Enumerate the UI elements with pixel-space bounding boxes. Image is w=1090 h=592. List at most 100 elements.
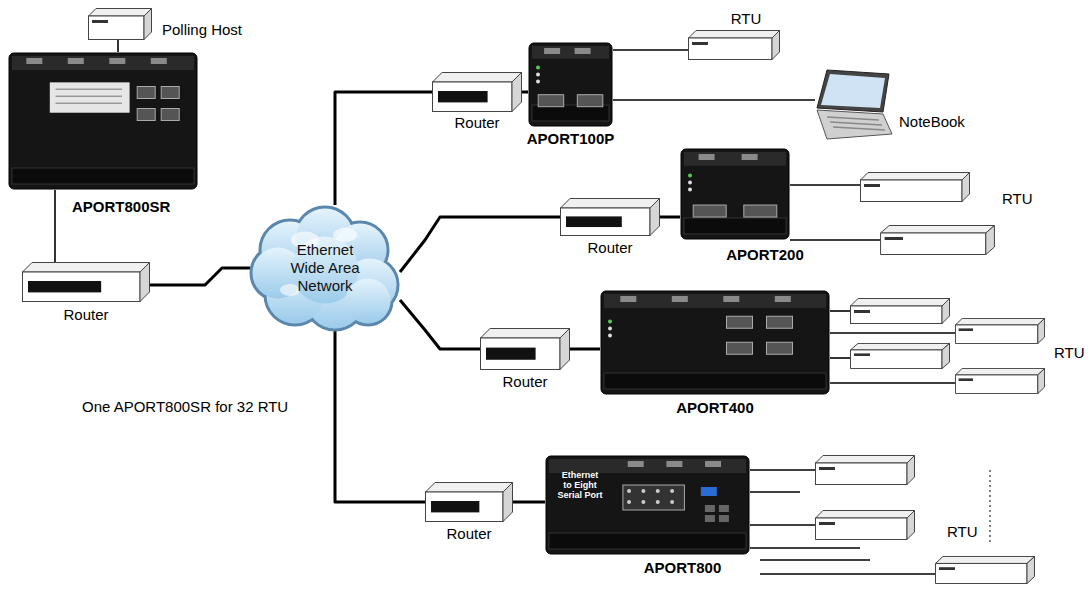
box-side bbox=[907, 456, 915, 485]
node-dev: APORT800Ethernet to Eight Serial Port bbox=[545, 455, 750, 555]
terminal-block bbox=[719, 515, 729, 522]
serial-cables bbox=[750, 240, 990, 574]
status-led bbox=[608, 334, 612, 338]
device-sticker bbox=[50, 82, 130, 112]
node-dev: APORT800SR bbox=[8, 52, 198, 190]
serial-port bbox=[161, 87, 179, 99]
shape-group bbox=[89, 9, 152, 40]
connector-pin bbox=[627, 489, 631, 493]
serial-cable bbox=[750, 524, 815, 526]
node-label: RTU bbox=[1052, 344, 1087, 362]
sticker-line bbox=[56, 103, 123, 105]
device-body bbox=[9, 53, 197, 189]
box-top bbox=[23, 263, 150, 273]
node-label: Router bbox=[61, 306, 110, 324]
serial-cable bbox=[54, 190, 56, 262]
serial-cable bbox=[613, 49, 688, 51]
box-front bbox=[561, 208, 651, 236]
node-label: APORT400 bbox=[674, 399, 756, 417]
device-front-band bbox=[532, 105, 609, 121]
node-label: APORT800SR bbox=[70, 198, 172, 216]
top-connector bbox=[705, 461, 721, 467]
shape-group bbox=[251, 207, 398, 330]
node-dev: APORT400 bbox=[600, 290, 830, 395]
shape-group bbox=[546, 456, 749, 554]
node-router: Router bbox=[480, 328, 570, 370]
node-label: Router bbox=[444, 525, 493, 543]
network-link bbox=[335, 92, 432, 205]
node-router: Router bbox=[22, 262, 150, 302]
node-router: Router bbox=[560, 198, 660, 236]
top-connector bbox=[544, 48, 560, 54]
serial-port bbox=[744, 205, 777, 217]
node-shape bbox=[432, 72, 522, 112]
top-connector bbox=[742, 154, 758, 160]
box-top bbox=[561, 199, 660, 209]
serial-port bbox=[727, 316, 753, 328]
shape-group bbox=[529, 43, 612, 126]
terminal-block bbox=[705, 515, 715, 522]
router-slot bbox=[438, 91, 488, 102]
box-side bbox=[962, 173, 970, 202]
router-slot bbox=[28, 281, 101, 292]
node-shape bbox=[8, 52, 198, 190]
rtu-unit bbox=[851, 343, 950, 368]
serial-cable bbox=[750, 547, 860, 549]
network-link bbox=[570, 348, 600, 351]
rtu-unit bbox=[955, 318, 1044, 343]
box-side bbox=[512, 73, 522, 112]
node-router: Router bbox=[425, 482, 513, 522]
box-front bbox=[23, 272, 141, 302]
status-led bbox=[688, 188, 692, 192]
node-shape bbox=[88, 8, 152, 40]
node-box: RTU bbox=[815, 455, 915, 485]
status-led bbox=[688, 181, 692, 185]
rtu-unit bbox=[881, 226, 995, 255]
terminal-block bbox=[705, 505, 715, 512]
connector-pin bbox=[670, 500, 674, 504]
status-led bbox=[608, 327, 612, 331]
network-link bbox=[513, 501, 545, 504]
serial-port bbox=[577, 95, 603, 107]
keyboard-row bbox=[830, 122, 882, 125]
serial-cable bbox=[830, 357, 850, 359]
node-shape bbox=[425, 482, 513, 522]
network-link bbox=[522, 91, 528, 94]
device-top-band bbox=[684, 152, 786, 166]
node-router: Router bbox=[432, 72, 522, 112]
shape-group bbox=[433, 73, 522, 112]
device-front-band bbox=[604, 373, 826, 389]
shape-group bbox=[561, 199, 660, 236]
serial-port bbox=[693, 205, 726, 217]
node-shape bbox=[815, 68, 893, 140]
node-dev: APORT100P bbox=[528, 42, 613, 127]
node-shape bbox=[688, 30, 780, 60]
rtu-unit bbox=[816, 511, 915, 540]
top-connector bbox=[68, 58, 84, 64]
shape-group bbox=[816, 456, 915, 485]
box-top bbox=[426, 483, 513, 493]
device-front-band bbox=[684, 218, 786, 234]
connector-pin bbox=[670, 489, 674, 493]
shape-group bbox=[851, 299, 950, 324]
laptop-screen-frame bbox=[817, 70, 889, 112]
sticker-line bbox=[56, 89, 123, 91]
keyboard-row bbox=[827, 117, 879, 120]
indicator-strip bbox=[854, 310, 870, 313]
extra-rtu-units bbox=[816, 226, 1045, 584]
connector-pin bbox=[641, 500, 645, 504]
node-shape bbox=[680, 148, 790, 240]
box-top bbox=[851, 299, 950, 307]
device-body bbox=[546, 456, 749, 554]
box-top bbox=[89, 9, 152, 17]
status-led bbox=[688, 174, 692, 178]
shape-group bbox=[817, 70, 892, 139]
network-link bbox=[400, 217, 560, 272]
node-box: RTU bbox=[850, 298, 950, 324]
keyboard-row bbox=[833, 127, 885, 130]
connector-pin bbox=[641, 489, 645, 493]
node-label: Router bbox=[500, 373, 549, 391]
shape-group bbox=[689, 31, 780, 60]
node-shape bbox=[815, 455, 915, 485]
